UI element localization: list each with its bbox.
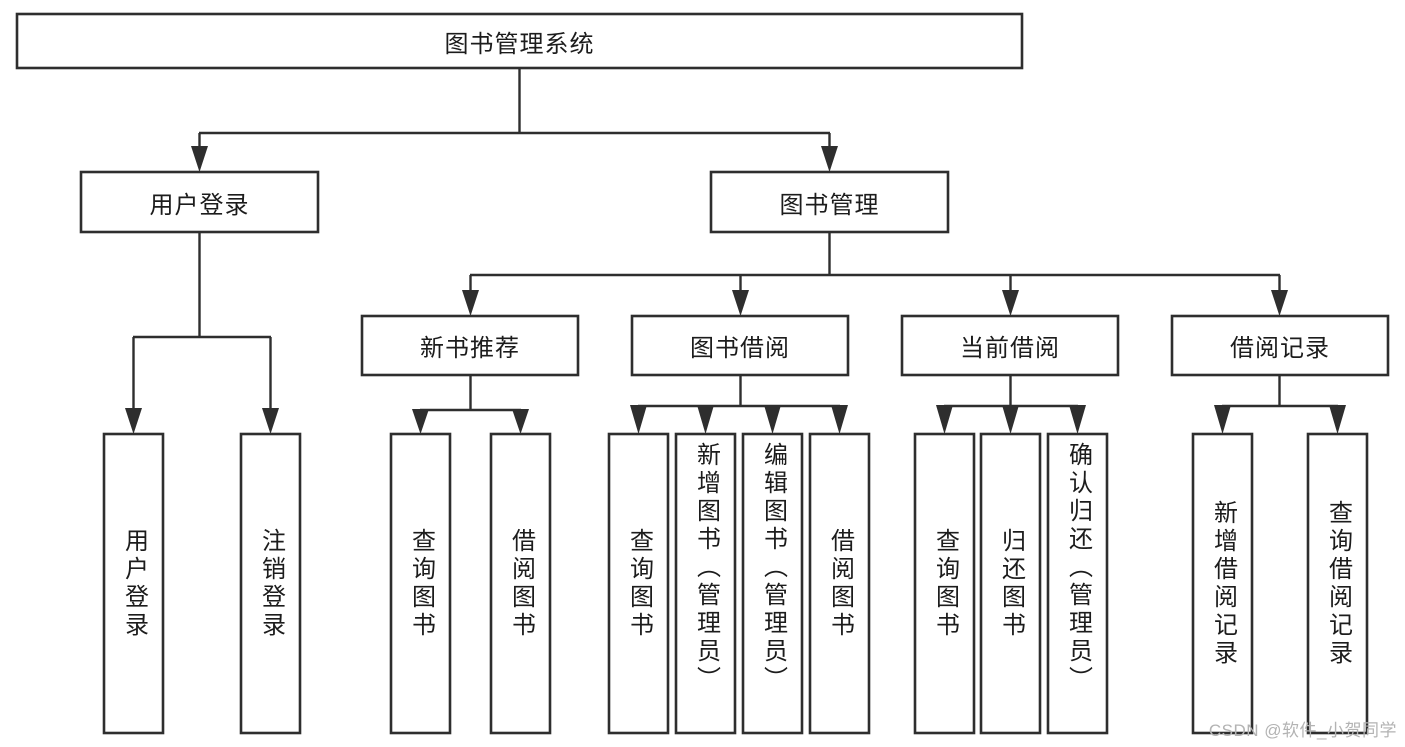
node-box-leaf-query-book-1[interactable]	[389, 432, 452, 735]
connector-group-new-book-recommend	[412, 375, 529, 434]
node-box-root[interactable]	[15, 12, 1024, 70]
connector-group-book-borrow	[630, 375, 848, 434]
arrow-head-leaf-user-logout	[262, 408, 279, 434]
arrow-head-leaf-user-login	[125, 408, 142, 434]
connector-group-root	[191, 68, 838, 172]
arrow-head-leaf-borrow-book-1	[512, 409, 529, 434]
connector-group-user-login	[125, 232, 279, 434]
arrow-head-user-login	[191, 146, 208, 172]
node-box-user-login[interactable]	[79, 170, 320, 234]
node-box-current-borrow[interactable]	[900, 314, 1120, 377]
arrow-head-leaf-borrow-book-2	[831, 405, 848, 434]
arrow-head-leaf-add-record	[1214, 405, 1231, 434]
node-box-leaf-query-record[interactable]	[1306, 432, 1369, 735]
node-box-leaf-add-record[interactable]	[1191, 432, 1254, 735]
node-box-borrow-record[interactable]	[1170, 314, 1390, 377]
node-box-leaf-user-logout[interactable]	[239, 432, 302, 735]
node-box-book-borrow[interactable]	[630, 314, 850, 377]
node-box-leaf-user-login[interactable]	[102, 432, 165, 735]
node-box-leaf-add-book[interactable]	[674, 432, 737, 735]
node-box-leaf-return-book[interactable]	[979, 432, 1042, 735]
arrow-head-leaf-query-record	[1329, 405, 1346, 434]
node-box-leaf-confirm-return[interactable]	[1046, 432, 1109, 735]
arrow-head-leaf-return-book	[1002, 405, 1019, 434]
arrow-head-leaf-confirm-return	[1069, 405, 1086, 434]
arrow-head-leaf-add-book	[697, 405, 714, 434]
arrow-head-book-borrow	[732, 290, 749, 316]
arrow-head-leaf-query-book-3	[936, 405, 953, 434]
connector-group-book-manage	[462, 232, 1288, 316]
arrow-head-leaf-edit-book	[764, 405, 781, 434]
node-box-new-book-recommend[interactable]	[360, 314, 580, 377]
arrow-head-leaf-query-book-2	[630, 405, 647, 434]
node-box-leaf-borrow-book-1[interactable]	[489, 432, 552, 735]
node-box-leaf-edit-book[interactable]	[741, 432, 804, 735]
arrow-head-book-manage	[821, 146, 838, 172]
arrow-head-new-book-recommend	[462, 290, 479, 316]
csdn-watermark: CSDN @软件_小贺同学	[1208, 721, 1397, 740]
arrow-head-current-borrow	[1002, 290, 1019, 316]
arrow-head-borrow-record	[1271, 290, 1288, 316]
node-box-leaf-query-book-3[interactable]	[913, 432, 976, 735]
arrow-head-leaf-query-book-1	[412, 409, 429, 434]
node-box-leaf-borrow-book-2[interactable]	[808, 432, 871, 735]
connector-group-borrow-record	[1214, 375, 1346, 434]
node-box-book-manage[interactable]	[709, 170, 950, 234]
node-box-leaf-query-book-2[interactable]	[607, 432, 670, 735]
connector-group-current-borrow	[936, 375, 1086, 434]
